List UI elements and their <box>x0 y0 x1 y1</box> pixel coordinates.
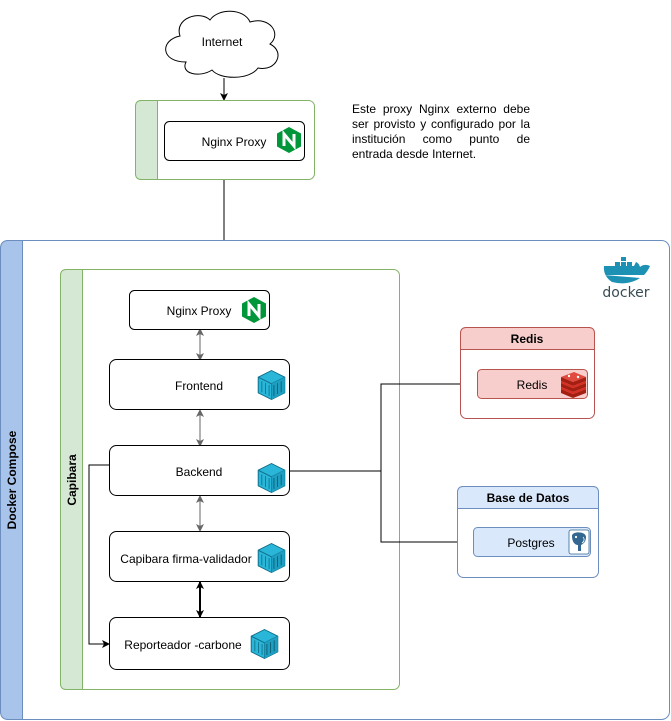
redis-label: Redis <box>517 378 548 392</box>
container-cube-icon <box>257 462 286 494</box>
postgres-label: Postgres <box>507 536 554 550</box>
validator-node[interactable]: Capibara firma-validador <box>109 531 290 582</box>
link-backend-redis <box>290 380 478 472</box>
postgres-elephant-icon <box>568 529 590 555</box>
docker-logo: docker <box>602 257 650 301</box>
external-nginx-proxy-label: Nginx Proxy <box>202 135 267 149</box>
frontend-node[interactable]: Frontend <box>109 359 290 410</box>
docker-whale-icon <box>603 257 650 284</box>
redis-node[interactable]: Redis <box>477 369 588 399</box>
container-cube-icon <box>250 628 279 660</box>
backend-node[interactable]: Backend <box>109 445 290 496</box>
reporter-label: Reporteador -carbone <box>124 638 242 652</box>
backend-label: Backend <box>176 465 223 479</box>
redis-title: Redis <box>511 332 544 346</box>
validator-label: Capibara firma-validador <box>120 552 251 566</box>
link-backend-reporter <box>88 464 110 648</box>
docker-compose-label: Docker Compose <box>5 430 19 529</box>
database-title: Base de Datos <box>487 491 570 505</box>
docker-logo-text: docker <box>602 285 649 301</box>
external-nginx-proxy-node[interactable]: Nginx Proxy <box>164 121 305 161</box>
postgres-node[interactable]: Postgres <box>473 527 591 557</box>
external-proxy-note: Este proxy Nginx externo debe ser provis… <box>352 102 530 161</box>
internal-nginx-proxy-label: Nginx Proxy <box>167 304 232 318</box>
reporter-node[interactable]: Reporteador -carbone <box>109 617 290 670</box>
link-backend-postgres <box>380 471 474 546</box>
redis-logo-icon <box>561 372 586 398</box>
internet-label: Internet <box>202 35 243 49</box>
container-cube-icon <box>257 369 286 401</box>
internet-cloud[interactable]: Internet <box>165 10 279 78</box>
capibara-label: Capibara <box>65 454 79 506</box>
internal-nginx-proxy-node[interactable]: Nginx Proxy <box>129 290 270 330</box>
frontend-label: Frontend <box>175 379 223 393</box>
container-cube-icon <box>257 542 286 574</box>
